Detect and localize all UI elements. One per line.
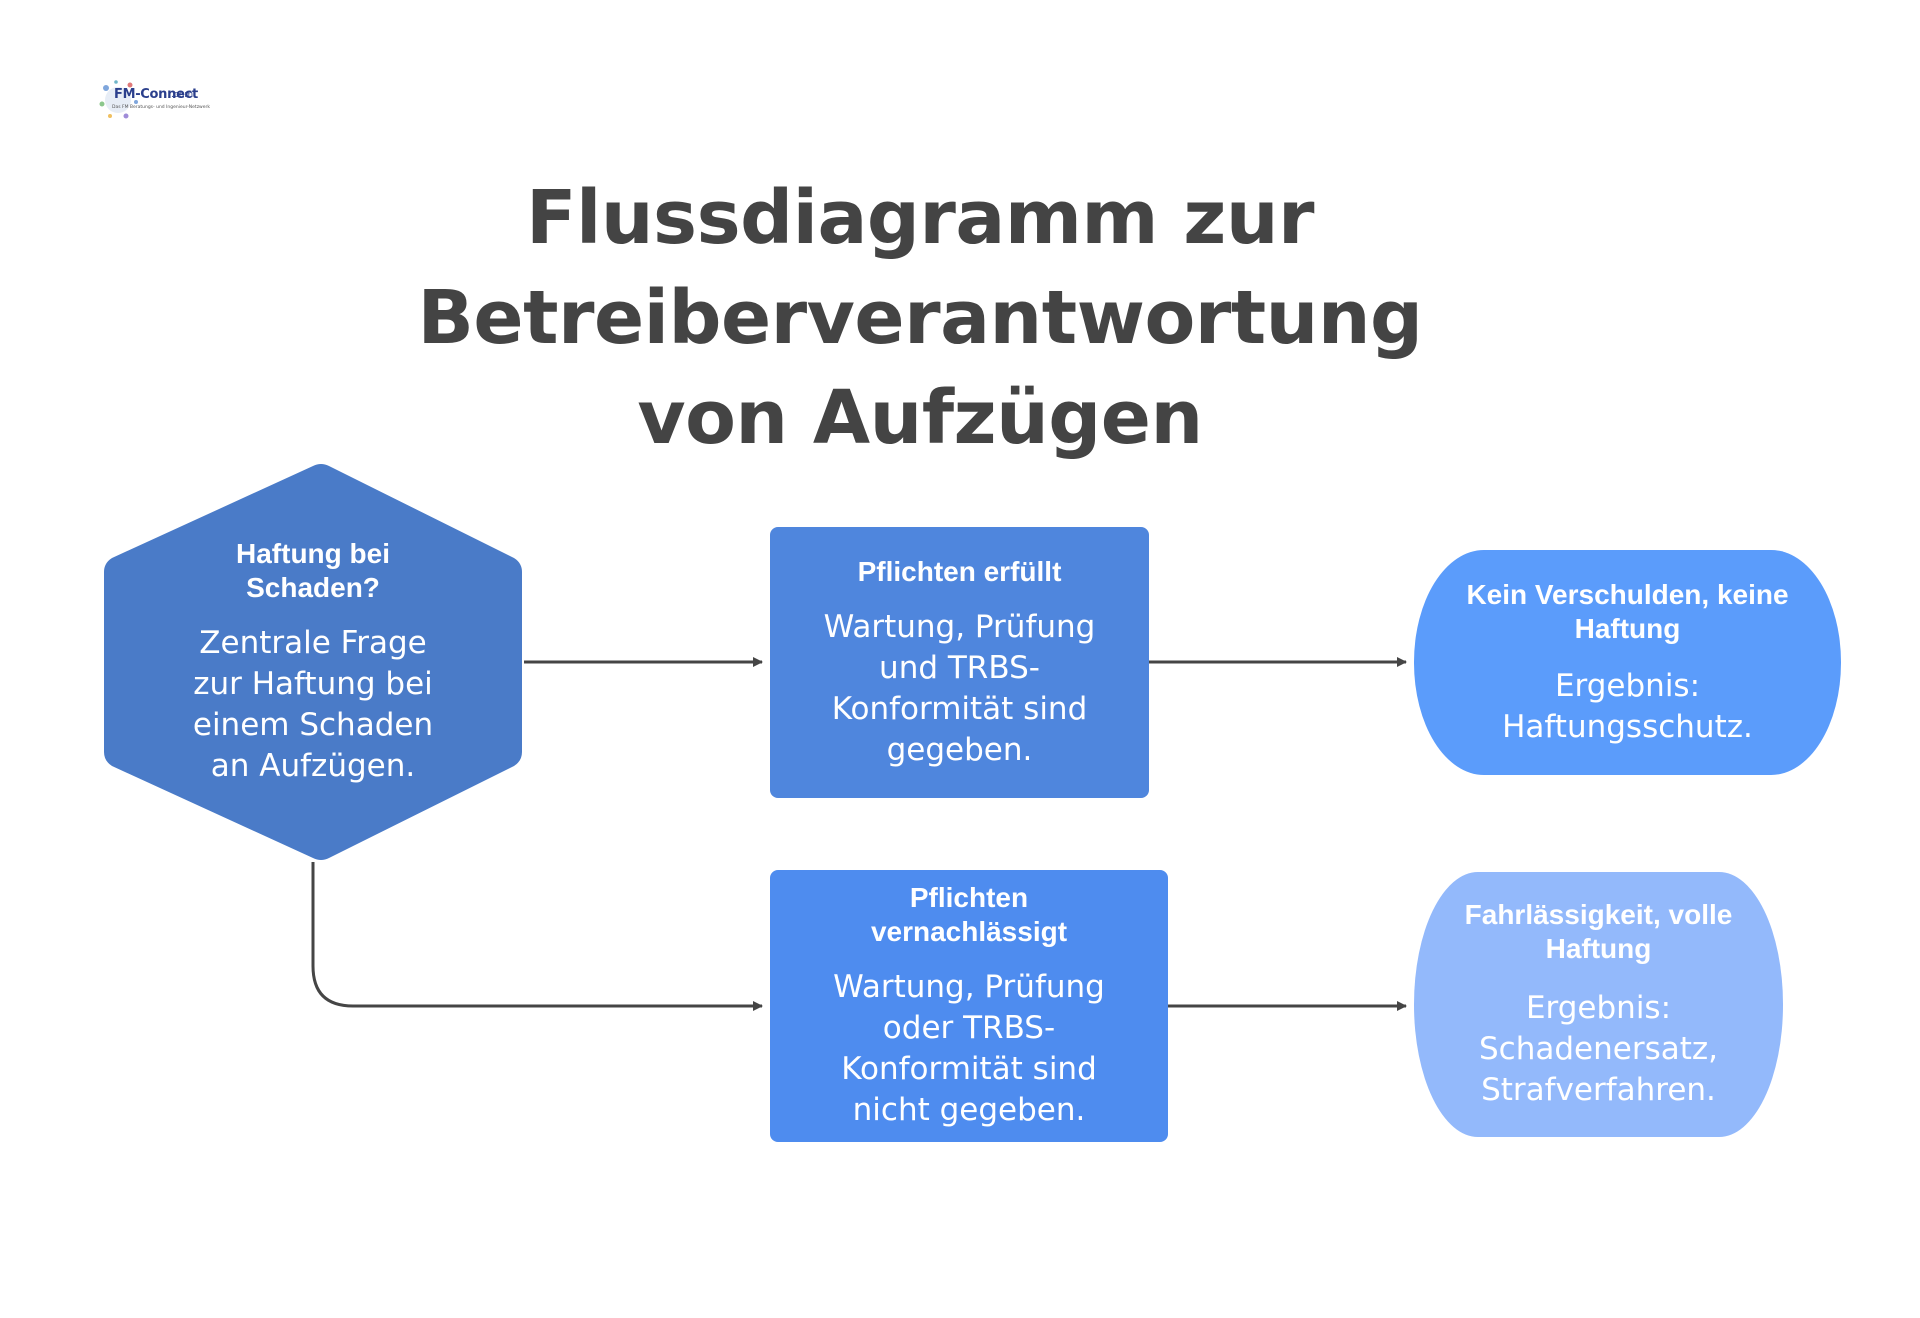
node-negligence-text: Ergebnis: Schadenersatz, Strafverfahren. (1478, 990, 1718, 1108)
hexagon-shape (104, 464, 522, 860)
node-duties-neglected-title: Pflichten vernachlässigt (870, 882, 1068, 947)
fm-connect-logo: FM-Connect .com Das FM Beratungs- und In… (96, 78, 210, 122)
node-no-fault: Kein Verschulden, keine Haftung Ergebnis… (1414, 550, 1841, 775)
node-duties-fulfilled-text: Wartung, Prüfung und TRBS-Konformität si… (823, 608, 1096, 768)
logo-domain: .com (171, 90, 194, 100)
logo-burst-icon (99, 80, 138, 119)
node-liability-question-text: Zentrale Frage zur Haftung bei einem Sch… (192, 625, 434, 784)
node-no-fault-title: Kein Verschulden, keine Haftung (1466, 578, 1789, 644)
page-title-line-2: von Aufzügen (637, 375, 1203, 461)
node-liability-question: Haftung bei Schaden? Zentrale Frage zur … (102, 462, 524, 862)
node-liability-question-title: Haftung bei Schaden? (236, 538, 390, 603)
logo-name: FM-Connect (114, 87, 198, 102)
node-negligence: Fahrlässigkeit, volle Haftung Ergebnis: … (1414, 872, 1783, 1137)
page-title-line-1: Flussdiagramm zur Betreiberverantwortung (417, 175, 1423, 361)
node-negligence-title: Fahrlässigkeit, volle Haftung (1464, 899, 1733, 964)
node-duties-neglected: Pflichten vernachlässigt Wartung, Prüfun… (770, 870, 1168, 1142)
node-no-fault-text: Ergebnis: Haftungsschutz. (1502, 667, 1753, 745)
edge-start-to-neglected (311, 862, 763, 1011)
node-duties-fulfilled: Pflichten erfüllt Wartung, Prüfung und T… (770, 527, 1149, 798)
node-duties-neglected-text: Wartung, Prüfung oder TRBS-Konformität s… (833, 969, 1105, 1128)
logo-tagline: Das FM Beratungs- und Ingenieur-Netzwerk (112, 105, 210, 110)
node-duties-fulfilled-title: Pflichten erfüllt (857, 555, 1062, 587)
page-title: Flussdiagramm zur Betreiberverantwortung… (60, 168, 1780, 468)
